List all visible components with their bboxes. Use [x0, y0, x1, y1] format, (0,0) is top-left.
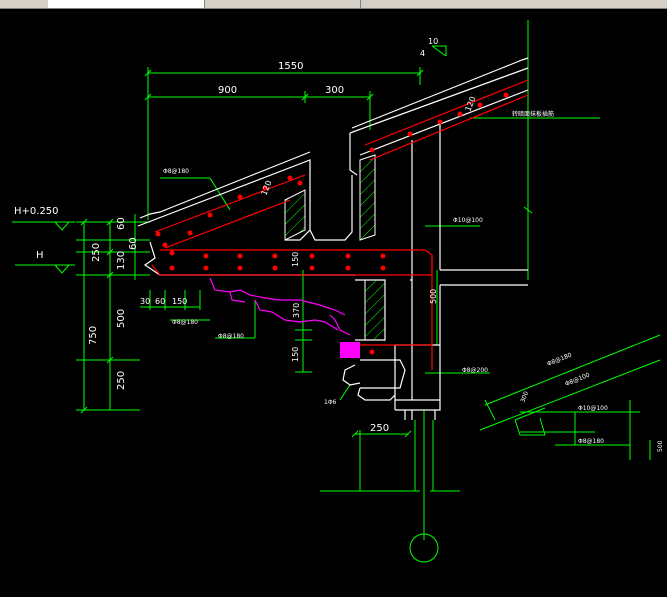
rebar-note-3: Φ8@180 — [218, 333, 244, 340]
detail-drawing — [479, 334, 661, 460]
dim-left-500: 500 — [116, 309, 127, 328]
rebar-dots — [155, 92, 509, 355]
rebar-note-2: Φ8@180 — [172, 319, 198, 326]
top-bar-segment — [0, 0, 49, 8]
level-lower: H — [36, 250, 44, 261]
rebar-note-6: 1Φ6 — [324, 399, 337, 406]
dim-left-250: 250 — [91, 243, 102, 262]
top-bar-segment — [360, 0, 667, 8]
level-upper: H+0.250 — [14, 206, 59, 217]
top-bar-segment — [204, 0, 361, 8]
detail-note-2: Φ8@100 — [564, 372, 591, 388]
concrete-members — [151, 79, 529, 370]
wall-dim: 250 — [370, 423, 389, 434]
rebar-note-1: Φ8@180 — [163, 168, 189, 175]
detail-note-4: Φ8@180 — [578, 438, 604, 445]
dim-left-60: 60 — [116, 217, 127, 230]
dim-total: 1550 — [278, 61, 303, 72]
dim-bottom-30: 30 — [140, 297, 150, 306]
rebar-note-4: Φ10@100 — [453, 217, 483, 224]
hatched-areas — [284, 154, 386, 341]
note-right: 转暗面抹板插筋 — [512, 110, 554, 118]
dim-left-60b: 60 — [128, 237, 139, 250]
ratio-b: 10 — [428, 37, 438, 46]
dim-left: 900 — [218, 85, 237, 96]
dim-mid-500: 500 — [429, 289, 438, 304]
dim-left-750: 750 — [88, 326, 99, 345]
hatch-block-magenta — [340, 342, 360, 358]
dim-mid-150b: 150 — [291, 347, 300, 362]
detail-right-dim: 500 — [657, 440, 664, 452]
detail-dim: 300 — [519, 390, 530, 403]
dim-right: 300 — [325, 85, 344, 96]
wall-profile — [342, 359, 406, 401]
dim-bottom-60: 60 — [155, 297, 165, 306]
cad-drawing-canvas[interactable]: 1550 900 300 10 4 H+0.250 H 60 250 130 6… — [0, 9, 667, 597]
dim-mid-370: 370 — [292, 303, 301, 318]
detail-note-1: Φ8@180 — [546, 352, 573, 368]
top-bar-segment — [48, 0, 205, 8]
mouldings — [209, 277, 351, 336]
window-top-bar — [0, 0, 667, 9]
dim-bottom-150: 150 — [172, 297, 187, 306]
dim-left-130: 130 — [116, 251, 127, 270]
dim-left-250b: 250 — [116, 371, 127, 390]
ratio-a: 4 — [420, 49, 425, 58]
rebar-note-5: Φ8@200 — [462, 367, 488, 374]
dim-mid-150: 150 — [291, 252, 300, 267]
dimension-labels: 1550 900 300 10 4 H+0.250 H 60 250 130 6… — [14, 37, 664, 452]
detail-note-3: Φ10@100 — [578, 405, 608, 412]
dimension-lines — [12, 20, 600, 563]
